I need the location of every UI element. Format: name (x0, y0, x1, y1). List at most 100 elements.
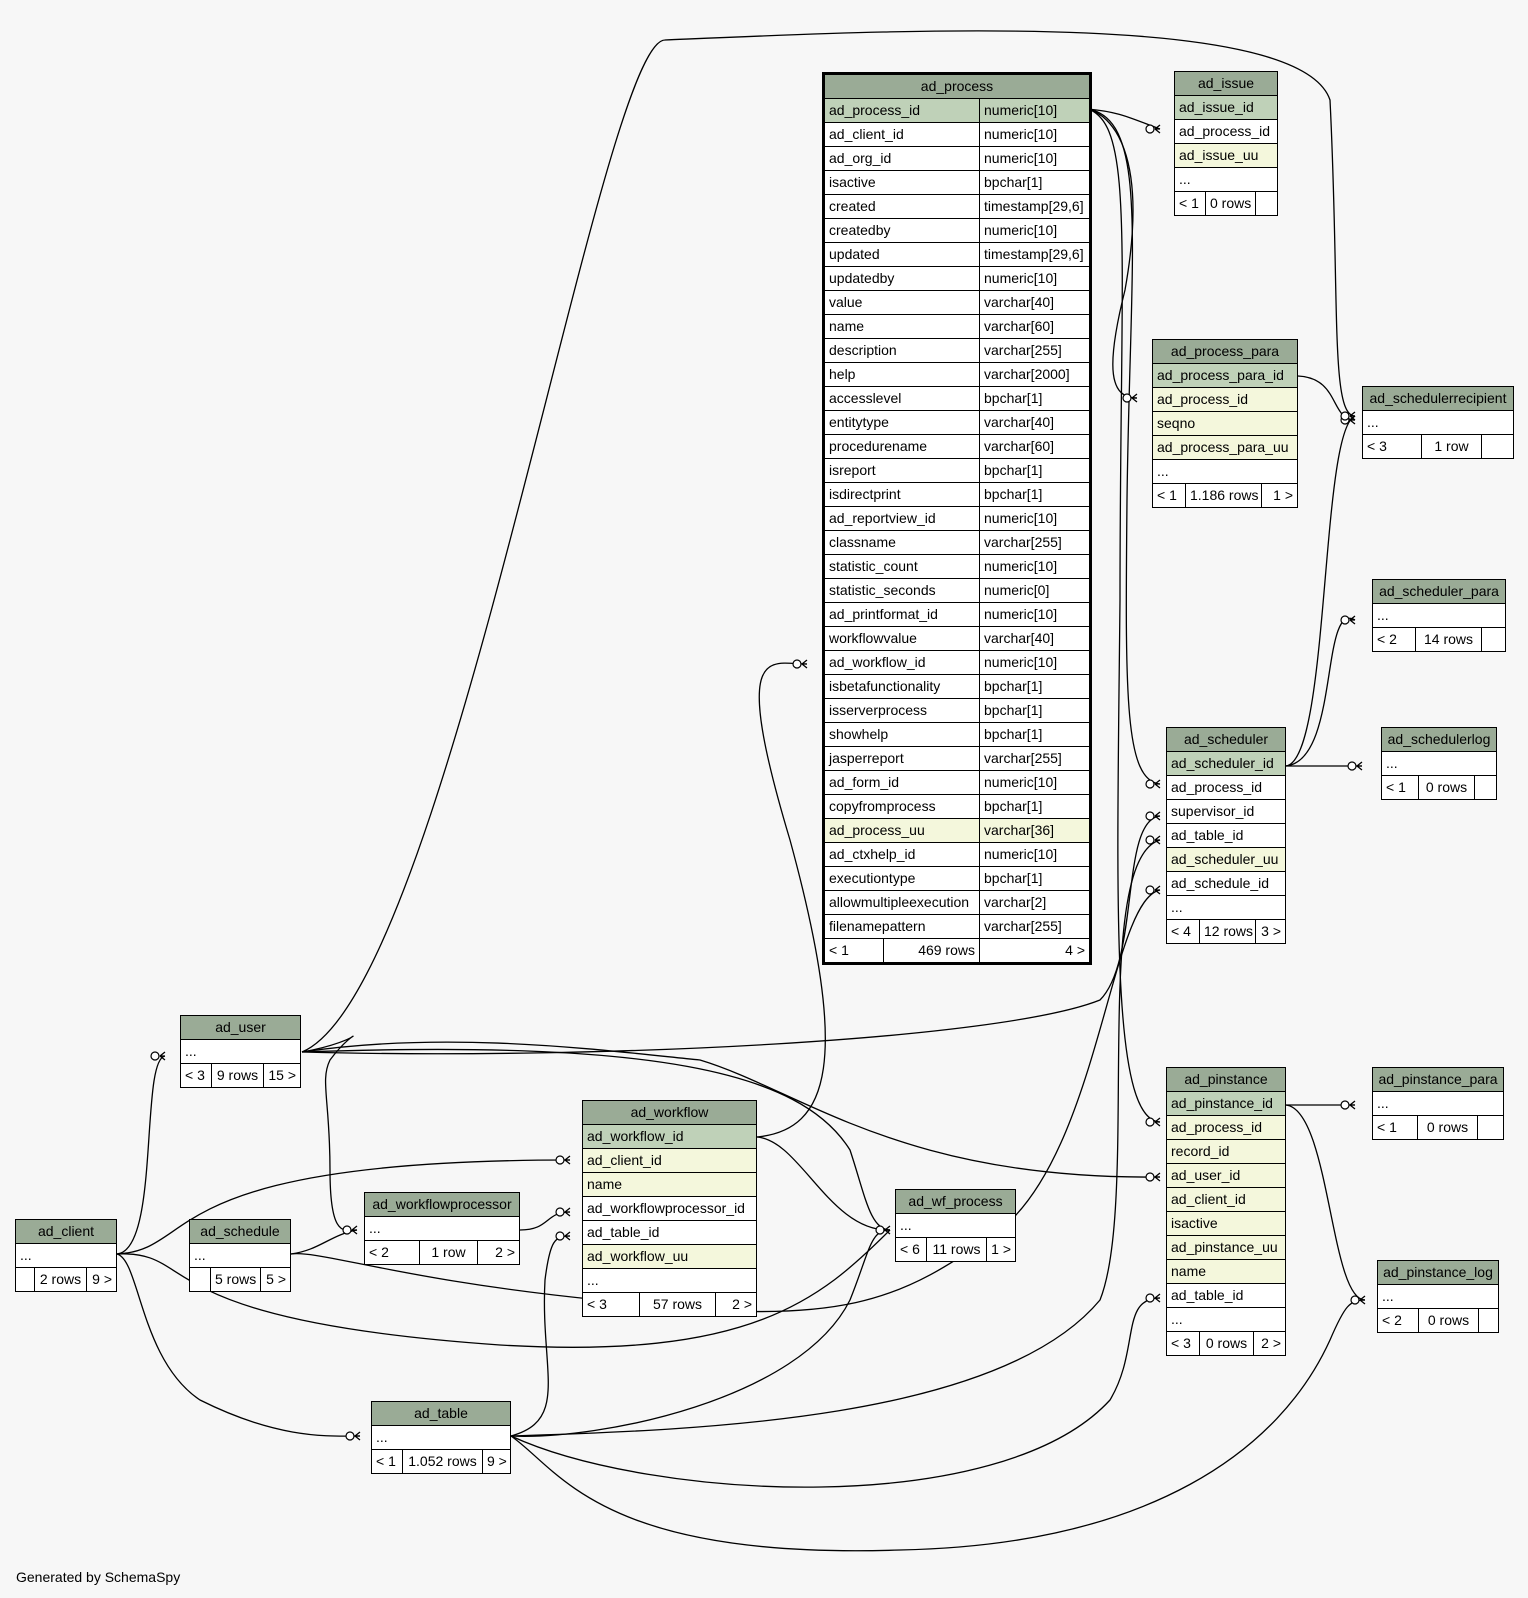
parents-link[interactable]: < 1 (829, 942, 849, 958)
column-row[interactable]: name (583, 1173, 756, 1197)
parents-link[interactable]: < 1 (376, 1453, 396, 1469)
column-row[interactable]: ... (190, 1244, 290, 1268)
table-header[interactable]: ad_schedule (190, 1220, 290, 1244)
table-header[interactable]: ad_pinstance_para (1373, 1068, 1503, 1092)
parents-link[interactable] (190, 1268, 210, 1291)
parents-link[interactable]: < 1 (1179, 195, 1199, 211)
column-row[interactable]: ad_table_id (1167, 824, 1285, 848)
column-row[interactable]: ... (896, 1214, 1015, 1238)
column-row[interactable]: ... (1153, 460, 1297, 484)
parents-link[interactable]: < 3 (1367, 438, 1387, 454)
column-row[interactable]: ... (1175, 168, 1277, 192)
column-row[interactable]: ... (181, 1040, 300, 1064)
parents-link[interactable]: < 1 (1386, 779, 1406, 795)
table-header[interactable]: ad_schedulerrecipient (1363, 387, 1513, 411)
column-row[interactable]: ad_process_id (1153, 388, 1297, 412)
table-header[interactable]: ad_user (181, 1016, 300, 1040)
parents-link[interactable]: < 2 (1377, 631, 1397, 647)
column-row[interactable]: ... (1167, 1308, 1285, 1332)
column-row[interactable]: name (1167, 1260, 1285, 1284)
column-row[interactable]: ... (1373, 1092, 1503, 1116)
table-header[interactable]: ad_workflow (583, 1101, 756, 1125)
column-row[interactable]: isactive (1167, 1212, 1285, 1236)
column-row[interactable]: ad_scheduler_id (1167, 752, 1285, 776)
column-row[interactable]: record_id (1167, 1140, 1285, 1164)
parents-link[interactable]: < 1 (1157, 487, 1177, 503)
children-link[interactable]: 4 > (979, 939, 1089, 962)
parents-link[interactable] (16, 1268, 34, 1291)
column-row[interactable]: ... (583, 1269, 756, 1293)
children-link[interactable] (1255, 192, 1277, 215)
column-row[interactable]: ad_issue_uu (1175, 144, 1277, 168)
children-link[interactable]: 1 > (986, 1238, 1015, 1261)
table-header[interactable]: ad_process_para (1153, 340, 1297, 364)
column-row[interactable]: ad_table_id (1167, 1284, 1285, 1308)
table-header[interactable]: ad_wf_process (896, 1190, 1015, 1214)
table-header[interactable]: ad_pinstance (1167, 1068, 1285, 1092)
children-link[interactable] (1481, 628, 1505, 651)
table-header[interactable]: ad_issue (1175, 72, 1277, 96)
column-row[interactable]: ... (365, 1217, 519, 1241)
column-row[interactable]: ... (1167, 896, 1285, 920)
children-link[interactable]: 9 > (482, 1450, 510, 1473)
table-header[interactable]: ad_client (16, 1220, 116, 1244)
parents-link[interactable]: < 3 (1171, 1335, 1191, 1351)
column-row[interactable]: ad_pinstance_id (1167, 1092, 1285, 1116)
parents-link[interactable]: < 2 (1382, 1312, 1402, 1328)
column-row[interactable]: ad_workflowprocessor_id (583, 1197, 756, 1221)
children-link[interactable] (1481, 435, 1513, 458)
column-row[interactable]: supervisor_id (1167, 800, 1285, 824)
children-link[interactable]: 1 > (1261, 484, 1297, 507)
column-row[interactable]: ad_issue_id (1175, 96, 1277, 120)
table-header[interactable]: ad_scheduler (1167, 728, 1285, 752)
children-link[interactable]: 2 > (477, 1241, 519, 1264)
column-row[interactable]: ... (1378, 1285, 1498, 1309)
column-row[interactable]: ad_scheduler_uu (1167, 848, 1285, 872)
column-row[interactable]: ad_process_para_uu (1153, 436, 1297, 460)
parents-link[interactable]: < 1 (1377, 1119, 1397, 1135)
children-link[interactable] (1478, 1309, 1498, 1332)
table-header[interactable]: ad_scheduler_para (1373, 580, 1505, 604)
table-header[interactable]: ad_schedulerlog (1382, 728, 1496, 752)
table-header[interactable]: ad_workflowprocessor (365, 1193, 519, 1217)
column-row[interactable]: ad_schedule_id (1167, 872, 1285, 896)
column-row[interactable]: ad_process_id (1167, 776, 1285, 800)
children-link[interactable] (1477, 1116, 1503, 1139)
column-row[interactable]: ad_workflow_uu (583, 1245, 756, 1269)
column-row[interactable]: ad_user_id (1167, 1164, 1285, 1188)
children-link[interactable]: 5 > (260, 1268, 290, 1291)
column-row[interactable]: ad_client_id (1167, 1188, 1285, 1212)
